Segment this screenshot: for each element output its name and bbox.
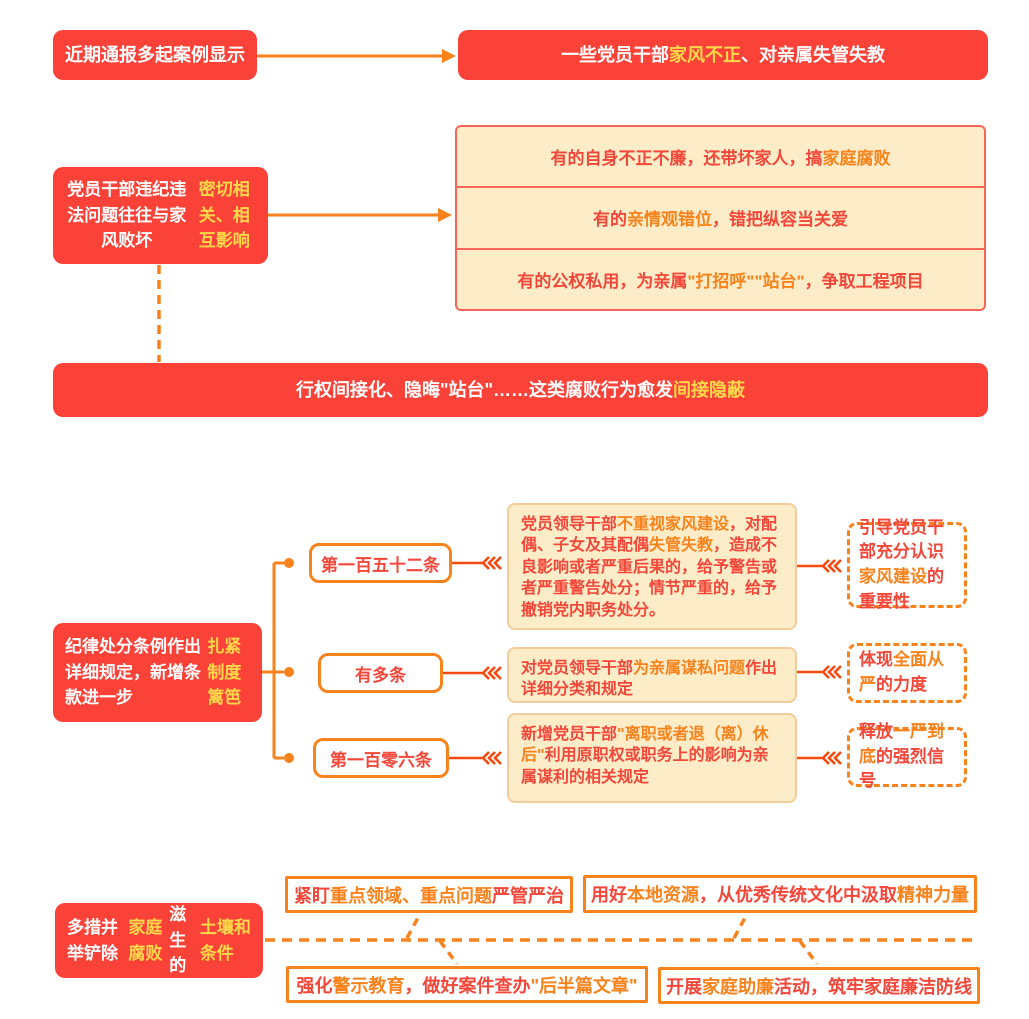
regulations-intro-box: 纪律处分条例作出详细规定，新增条款进一步扎紧制度篱笆 [53, 623, 262, 722]
case-source-box: 近期通报多起案例显示 [53, 30, 257, 80]
problem-examples-panel: 有的自身不正不廉，还带坏家人，搞家庭腐败 有的亲情观错位，错把纵容当关爱 有的公… [455, 125, 986, 311]
multiple-articles-text: 有多条 [355, 665, 406, 685]
bracket-tree [262, 558, 294, 763]
chevron-arrow-icon [443, 556, 502, 765]
multiple-articles-note-card: 体现全面从严的力度 [847, 643, 967, 703]
arrow-problem-icon [268, 208, 452, 222]
arrow-cases-icon [257, 49, 456, 63]
measure-box-4: 开展家庭助廉活动，筑牢家庭廉洁防线 [658, 967, 980, 1004]
note-text: 释放一严到底的强烈信号 [859, 722, 944, 791]
article-106-label: 第一百零六条 [313, 738, 449, 778]
chevron-arrow-icon [797, 559, 842, 765]
example-row: 有的公权私用，为亲属"打招呼""站台"，争取工程项目 [457, 247, 984, 309]
case-result-banner: 一些党员干部家风不正、对亲属失管失教 [458, 30, 988, 80]
article-152-detail-card: 党员领导干部不重视家风建设，对配偶、子女及其配偶失管失教，造成不良影响或者严重后… [507, 503, 797, 630]
note-text: 体现全面从严的力度 [859, 650, 944, 694]
article-152-label: 第一百五十二条 [309, 543, 452, 583]
measure-box-1: 紧盯重点领域、重点问题严管严治 [285, 876, 573, 913]
example-row: 有的亲情观错位，错把纵容当关爱 [457, 186, 984, 247]
article-152-note-card: 引导党员干部充分认识家风建设的重要性 [847, 518, 967, 611]
measure-box-3: 强化警示教育，做好案件查办"后半篇文章" [286, 966, 648, 1003]
measure-box-2: 用好本地资源，从优秀传统文化中汲取精神力量 [583, 875, 977, 913]
article-152-text: 第一百五十二条 [321, 555, 440, 575]
article-106-detail-card: 新增党员干部"离职或者退（离）休后"利用原职权或职务上的影响为亲属谋利的相关规定 [507, 713, 797, 803]
dashed-branch-lines [265, 913, 975, 966]
article-106-text: 第一百零六条 [330, 750, 432, 770]
multiple-articles-label: 有多条 [318, 653, 443, 693]
problem-cause-box: 党员干部违纪违法问题往往与家风败坏密切相关、相互影响 [53, 167, 268, 264]
article-106-note-card: 释放一严到底的强烈信号 [847, 722, 967, 790]
note-text: 引导党员干部充分认识家风建设的重要性 [859, 517, 944, 611]
example-row: 有的自身不正不廉，还带坏家人，搞家庭腐败 [550, 149, 891, 169]
hidden-corruption-banner: 行权间接化、隐晦"站台"……这类腐败行为愈发间接隐蔽 [53, 363, 988, 417]
measures-intro-box: 多措并举铲除家庭腐败滋生的土壤和条件 [55, 903, 263, 978]
multiple-articles-detail-card: 对党员领导干部为亲属谋私问题作出详细分类和规定 [507, 647, 797, 703]
